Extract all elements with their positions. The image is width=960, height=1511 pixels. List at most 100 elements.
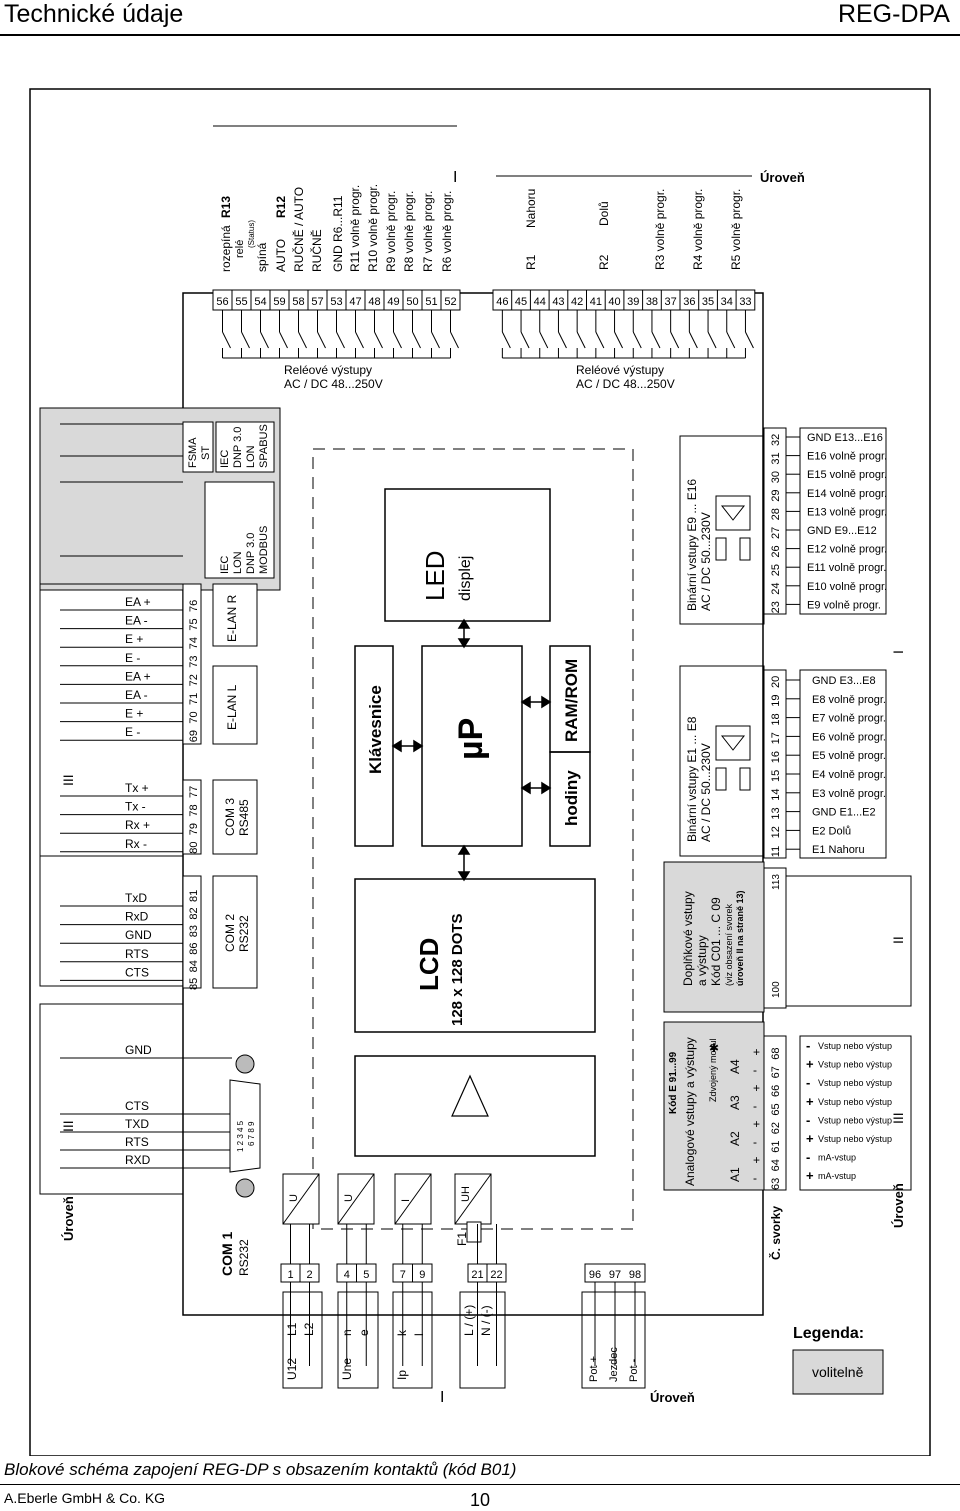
fuse-label: F1 (455, 1232, 469, 1246)
elan-terminal: 75 (188, 618, 200, 630)
binary-upper-terminal: 23 (770, 601, 782, 613)
relay-terminal-number: 52 (444, 296, 456, 308)
relay-contact (412, 331, 421, 349)
extra-l3: Kód C01 ... C 09 (709, 897, 723, 986)
binary-upper-terminal: 29 (770, 490, 782, 502)
extra-term-100: 100 (771, 981, 782, 998)
level-III-bracket-1 (39, 583, 184, 857)
com1-signal-label: CTS (125, 1099, 149, 1113)
binary-upper-terminal: 30 (770, 471, 782, 483)
binary-lower-label: E4 volně progr. (812, 769, 886, 781)
elan-terminal: 69 (188, 730, 200, 742)
wire-label: N / (-) (479, 1305, 493, 1336)
analog-row-sign: - (806, 1112, 810, 1127)
level-mark-II-right: II (890, 936, 906, 944)
binary-upper-label: E10 volně progr. (807, 581, 887, 593)
power-terminal: 22 (490, 1269, 502, 1281)
keyboard-label: Klávesnice (366, 685, 385, 774)
binary-lower-terminal: 20 (770, 676, 782, 688)
analog-row-label: mA-vstup (818, 1171, 856, 1181)
warning-triangle (451, 1074, 489, 1117)
signal-label: RTS (125, 947, 149, 961)
binary-upper-label: E15 volně progr. (807, 469, 887, 481)
r13-status: (Status) (247, 220, 256, 248)
level-word-bottom: Úroveň (650, 1390, 695, 1405)
protocol-item: LON (232, 551, 244, 574)
relay-terminal-number: 49 (387, 296, 399, 308)
r12-auto: AUTO (274, 239, 288, 272)
com1-connector: 1 2 3 4 5 6 7 8 9 (229, 1054, 261, 1198)
analog-row-sign: - (806, 1150, 810, 1165)
pot-terminal: 96 (589, 1269, 601, 1281)
binary-lower-label: GND E3...E8 (812, 675, 876, 687)
relay-contact (222, 331, 231, 349)
binary-lower-label-box (799, 669, 887, 859)
relay-contact (298, 331, 307, 349)
power-terminal: 7 (400, 1269, 406, 1281)
relay-terminal-number: 36 (683, 296, 695, 308)
wire-label: L / (+) (462, 1305, 476, 1336)
analog-term (763, 1035, 787, 1191)
rs232-terminal: 85 (188, 978, 200, 990)
section-title: Technické údaje (4, 0, 184, 28)
left-signal-lines: EA +EA -E +E -EA +EA -E +E -Tx +Tx -Rx +… (60, 595, 232, 1169)
page-header: Technické údaje REG-DPA (0, 0, 960, 36)
pot-terminal: 98 (629, 1269, 641, 1281)
signal-label: Tx + (125, 781, 149, 795)
input-transformer-label: U (288, 1194, 300, 1202)
com1-signal-label: RXD (125, 1153, 151, 1167)
protocol-item: IEC (219, 556, 231, 574)
relay-contact (558, 331, 567, 349)
protocol-item: MODBUS (258, 526, 270, 574)
r13-head: rozepíná (219, 225, 233, 272)
binary-lower-terminal: 17 (770, 732, 782, 744)
binary-lower-sub: AC / DC 50...230V (699, 743, 713, 842)
binary-upper-title: Binární vstupy E9 ... E16 (685, 479, 699, 611)
protocol-item: SPABUS (258, 424, 270, 468)
analog-sign: + (753, 1081, 760, 1095)
level-word-top: Úroveň (760, 170, 805, 185)
binary-upper-label: E14 volně progr. (807, 488, 887, 500)
analog-row-label: mA-vstup (818, 1153, 856, 1163)
wire-label: e (357, 1329, 371, 1336)
bus-arrows (391, 618, 552, 882)
wire-label: L2 (302, 1322, 316, 1336)
relay-terminal-number: 54 (254, 296, 266, 308)
r13-rele: relé (234, 240, 246, 258)
protocol-item: LON (245, 445, 257, 468)
level-mark-I-top: I (453, 169, 457, 186)
wire-label: k (395, 1329, 409, 1336)
relay-caption-2b: AC / DC 48...250V (576, 377, 675, 391)
extra-l5: úroveň II na straně 13) (735, 890, 745, 986)
signal-label: Rx - (125, 837, 147, 851)
relay-contact (393, 331, 402, 349)
relay-terminal-number: 44 (534, 296, 546, 308)
analog-row-sign: + (806, 1094, 814, 1109)
analog-channel: A4 (728, 1059, 742, 1074)
measurement-label: Une (340, 1358, 354, 1380)
relay-contact (336, 331, 345, 349)
elan-r-label: E-LAN R (225, 594, 239, 642)
relay-contacts (222, 310, 754, 359)
level-word-left: Úroveň (61, 1196, 76, 1241)
pot-wire-label: Jezdec (608, 1347, 620, 1382)
analog-sign: + (753, 1045, 760, 1059)
relay-contact (632, 331, 642, 349)
analog-terminal: 68 (770, 1048, 782, 1060)
optocoupler-upper (715, 495, 751, 561)
binary-lower-label: GND E1...E2 (812, 807, 876, 819)
power-terminal: 1 (287, 1269, 293, 1281)
relay-contact (576, 331, 586, 349)
binary-upper-terminal: 26 (770, 545, 782, 557)
binary-upper-label: E12 volně progr. (807, 544, 887, 556)
binary-upper-label: E9 volně progr. (807, 599, 881, 611)
protocol-item: IEC (219, 450, 231, 468)
legend-optional: volitelně (812, 1364, 864, 1380)
analog-title: Analogové vstupy a výstupy (683, 1037, 697, 1186)
relay-contact (670, 331, 680, 349)
r12-tag: R12 (274, 196, 288, 218)
level-mark-I-bottom: I (440, 1389, 444, 1406)
com3-box (212, 779, 258, 855)
com2-label: COM 2 (223, 914, 237, 952)
